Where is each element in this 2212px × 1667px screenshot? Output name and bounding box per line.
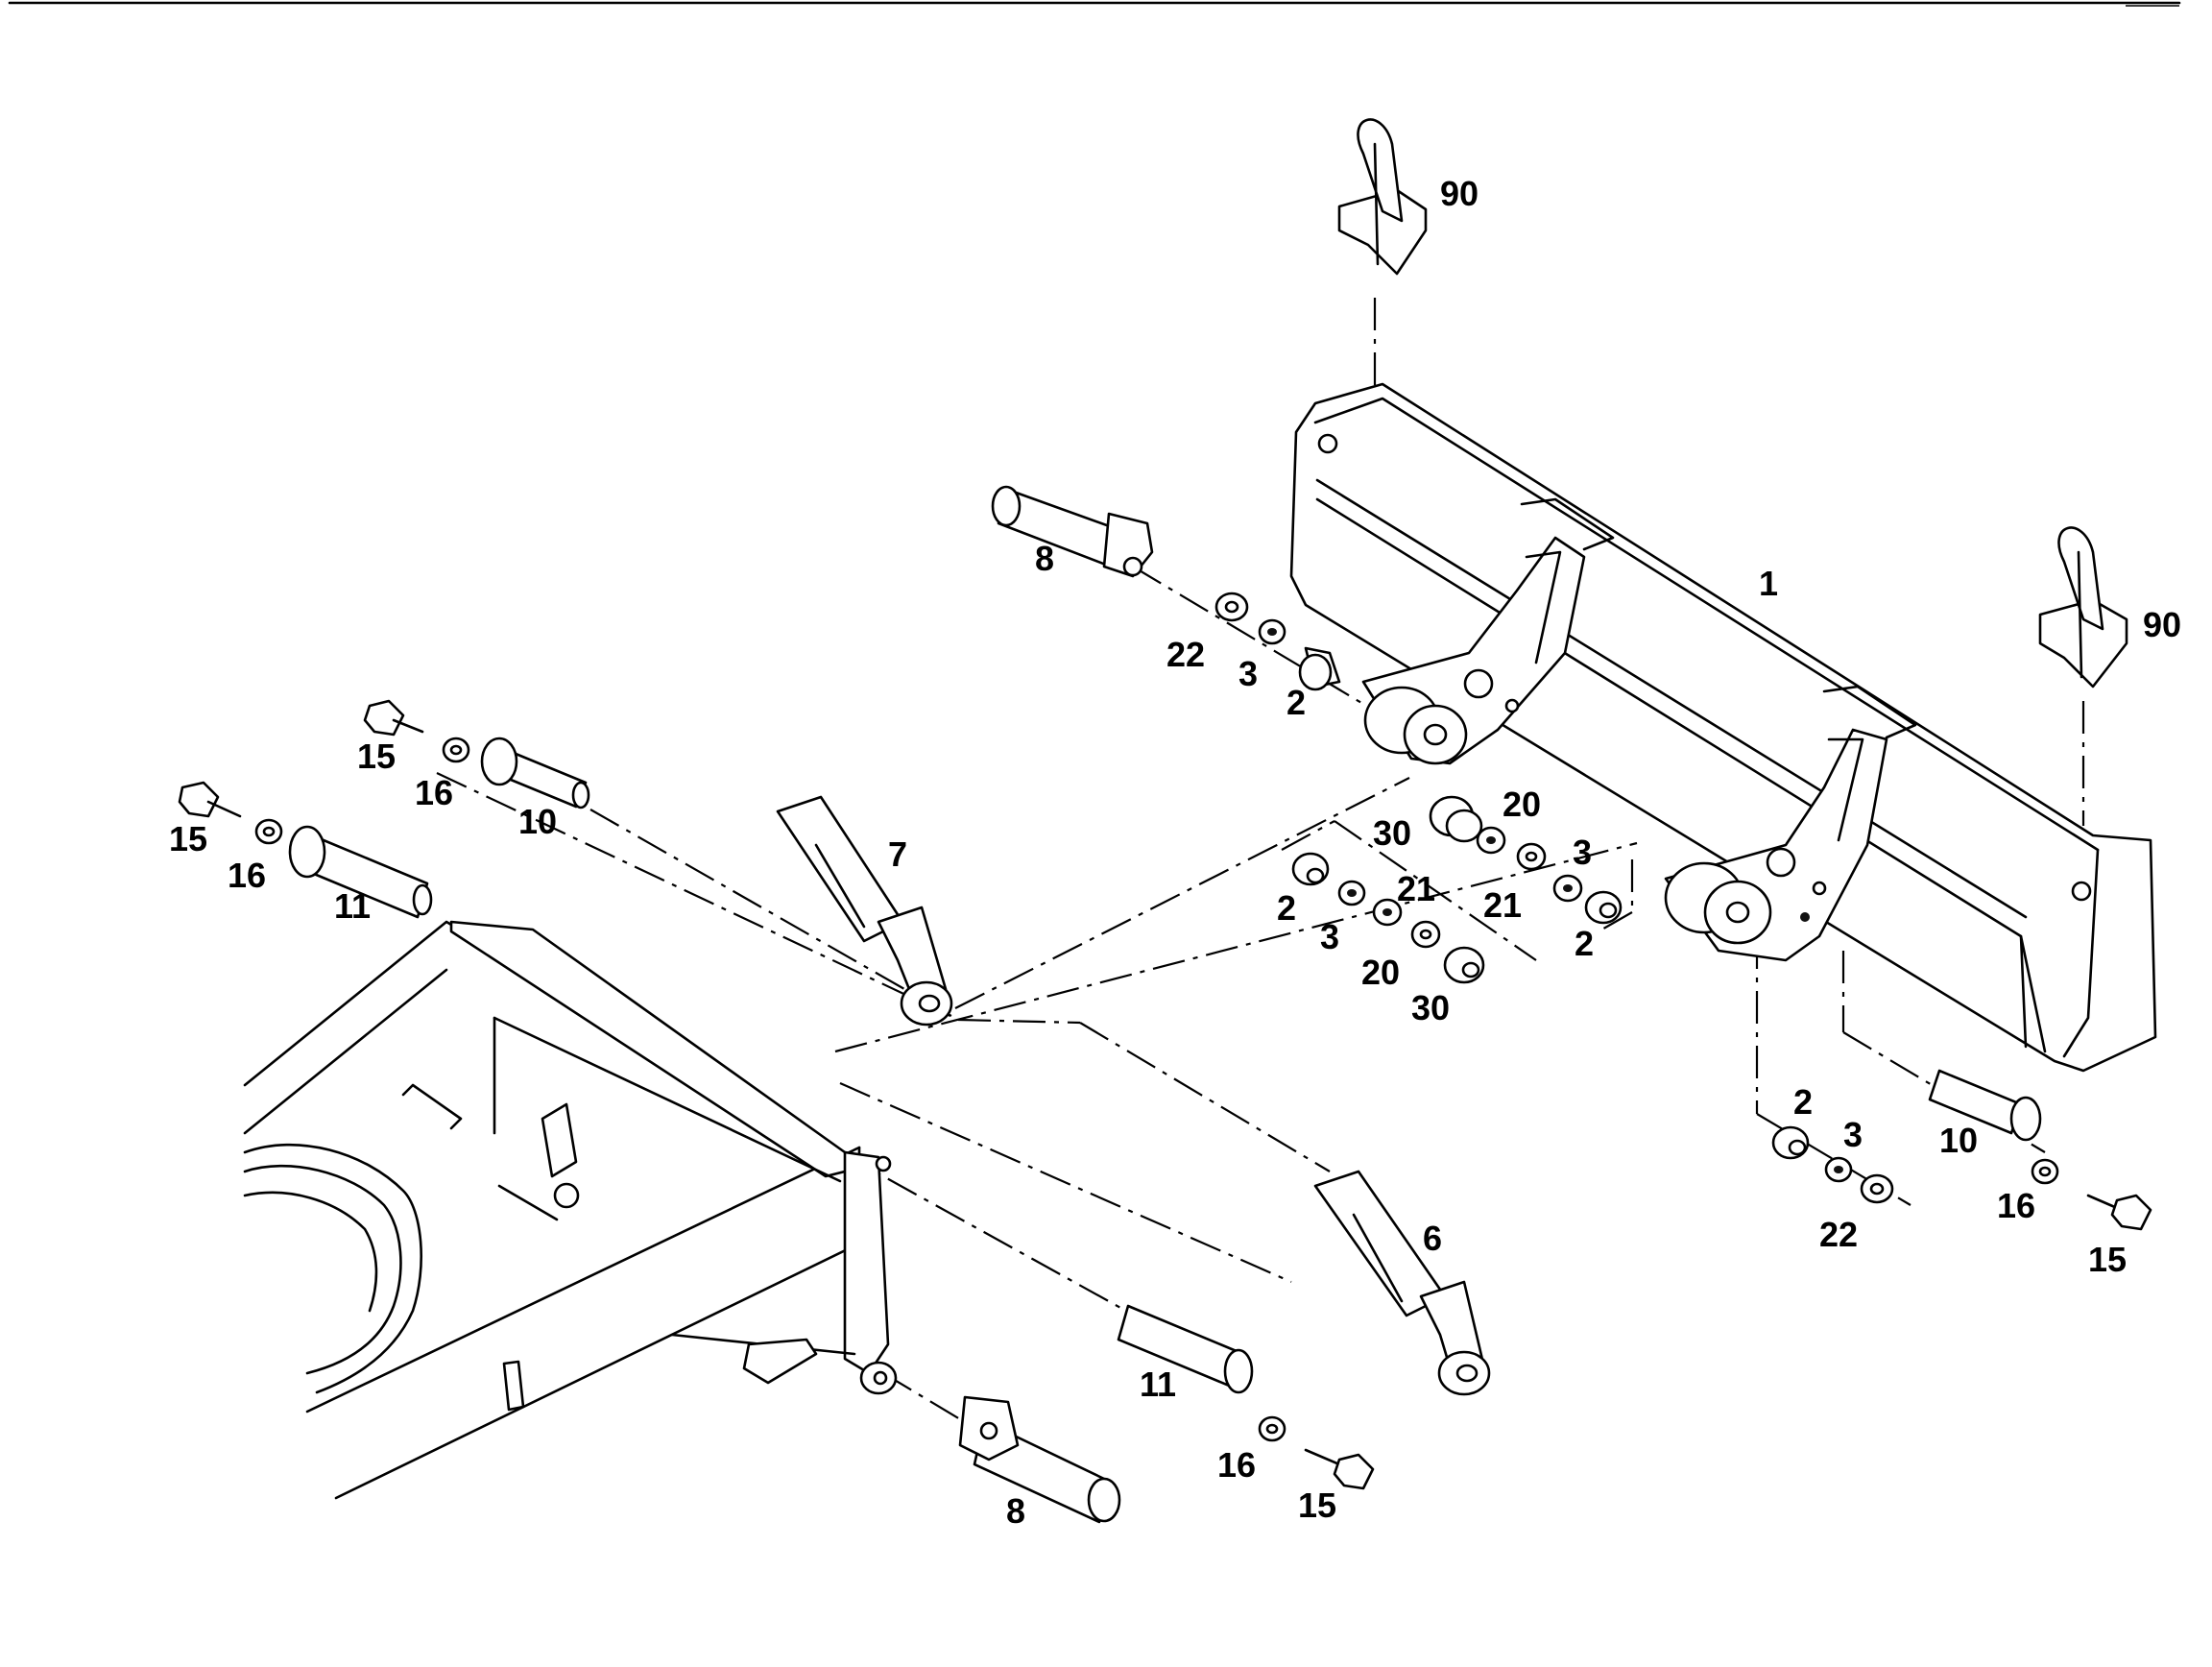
callout-21-a: 21	[1483, 885, 1522, 925]
pin-10-upper	[480, 737, 590, 809]
callout-22-upper: 22	[1166, 635, 1205, 674]
hydraulic-cylinder-6	[1313, 1170, 1491, 1396]
callout-15-lower-right: 15	[2088, 1240, 2127, 1279]
washer-stack-upper	[1214, 592, 1341, 691]
lifting-eye-right	[2038, 526, 2128, 689]
callout-30-b: 30	[1411, 988, 1450, 1027]
callout-3-c: 3	[1320, 917, 1339, 956]
callout-labels: 90 90 1 8 22 3 2 15 16 10 15 16 11 7 30 …	[169, 174, 2181, 1531]
bolt-15-upper-b	[178, 781, 283, 845]
callout-15-upper-b: 15	[169, 819, 207, 858]
dozer-blade	[1289, 382, 2157, 1073]
callout-6: 6	[1423, 1219, 1442, 1258]
callout-10-upper: 10	[518, 802, 557, 841]
blade-pin-upper	[991, 485, 1154, 578]
callout-8-lower: 8	[1006, 1491, 1025, 1531]
frame-pin-lower	[958, 1395, 1121, 1524]
hydraulic-cylinder-7	[776, 795, 953, 1027]
callout-15-upper-a: 15	[357, 737, 396, 776]
callout-3-b: 3	[1573, 833, 1592, 872]
chassis-frame	[243, 920, 898, 1500]
callout-3-upper: 3	[1238, 654, 1258, 693]
pin-10-lower	[1928, 1069, 2042, 1142]
callout-90-upper: 90	[1440, 174, 1479, 213]
callout-2-c: 2	[1277, 888, 1296, 928]
bolt-15-lower-center	[1258, 1415, 1375, 1490]
callout-8-upper: 8	[1035, 539, 1054, 578]
callout-2-d: 2	[1793, 1082, 1813, 1122]
callout-90-lower: 90	[2143, 605, 2181, 644]
pin-11-upper	[288, 825, 433, 919]
callout-16-lower-right: 16	[1997, 1186, 2035, 1225]
callout-2-b: 2	[1575, 924, 1594, 963]
callout-15-lower: 15	[1298, 1486, 1336, 1525]
washer-stack-lower-right	[1771, 1125, 1894, 1204]
callout-16-upper-b: 16	[228, 856, 266, 895]
callout-20-a: 20	[1503, 785, 1541, 824]
callout-10-lower: 10	[1939, 1121, 1978, 1160]
callout-30-a: 30	[1373, 813, 1411, 853]
callout-7: 7	[888, 834, 907, 874]
callout-16-lower: 16	[1217, 1445, 1256, 1485]
callout-16-upper-a: 16	[415, 773, 453, 812]
pin-11-lower	[1117, 1304, 1254, 1394]
callout-1: 1	[1759, 564, 1778, 603]
bolt-15-lower-right	[2031, 1158, 2152, 1231]
lifting-eye-left	[1337, 118, 1428, 276]
callout-21-b: 21	[1397, 869, 1435, 908]
callout-22-b: 22	[1819, 1215, 1858, 1254]
bolt-15-upper-a	[363, 699, 470, 763]
callout-3-d: 3	[1843, 1115, 1863, 1154]
callout-2-upper: 2	[1286, 683, 1306, 722]
callout-20-b: 20	[1361, 953, 1400, 992]
callout-11-lower: 11	[1140, 1365, 1176, 1404]
callout-11-upper: 11	[334, 886, 371, 926]
bushing-stack-center	[1291, 795, 1623, 984]
